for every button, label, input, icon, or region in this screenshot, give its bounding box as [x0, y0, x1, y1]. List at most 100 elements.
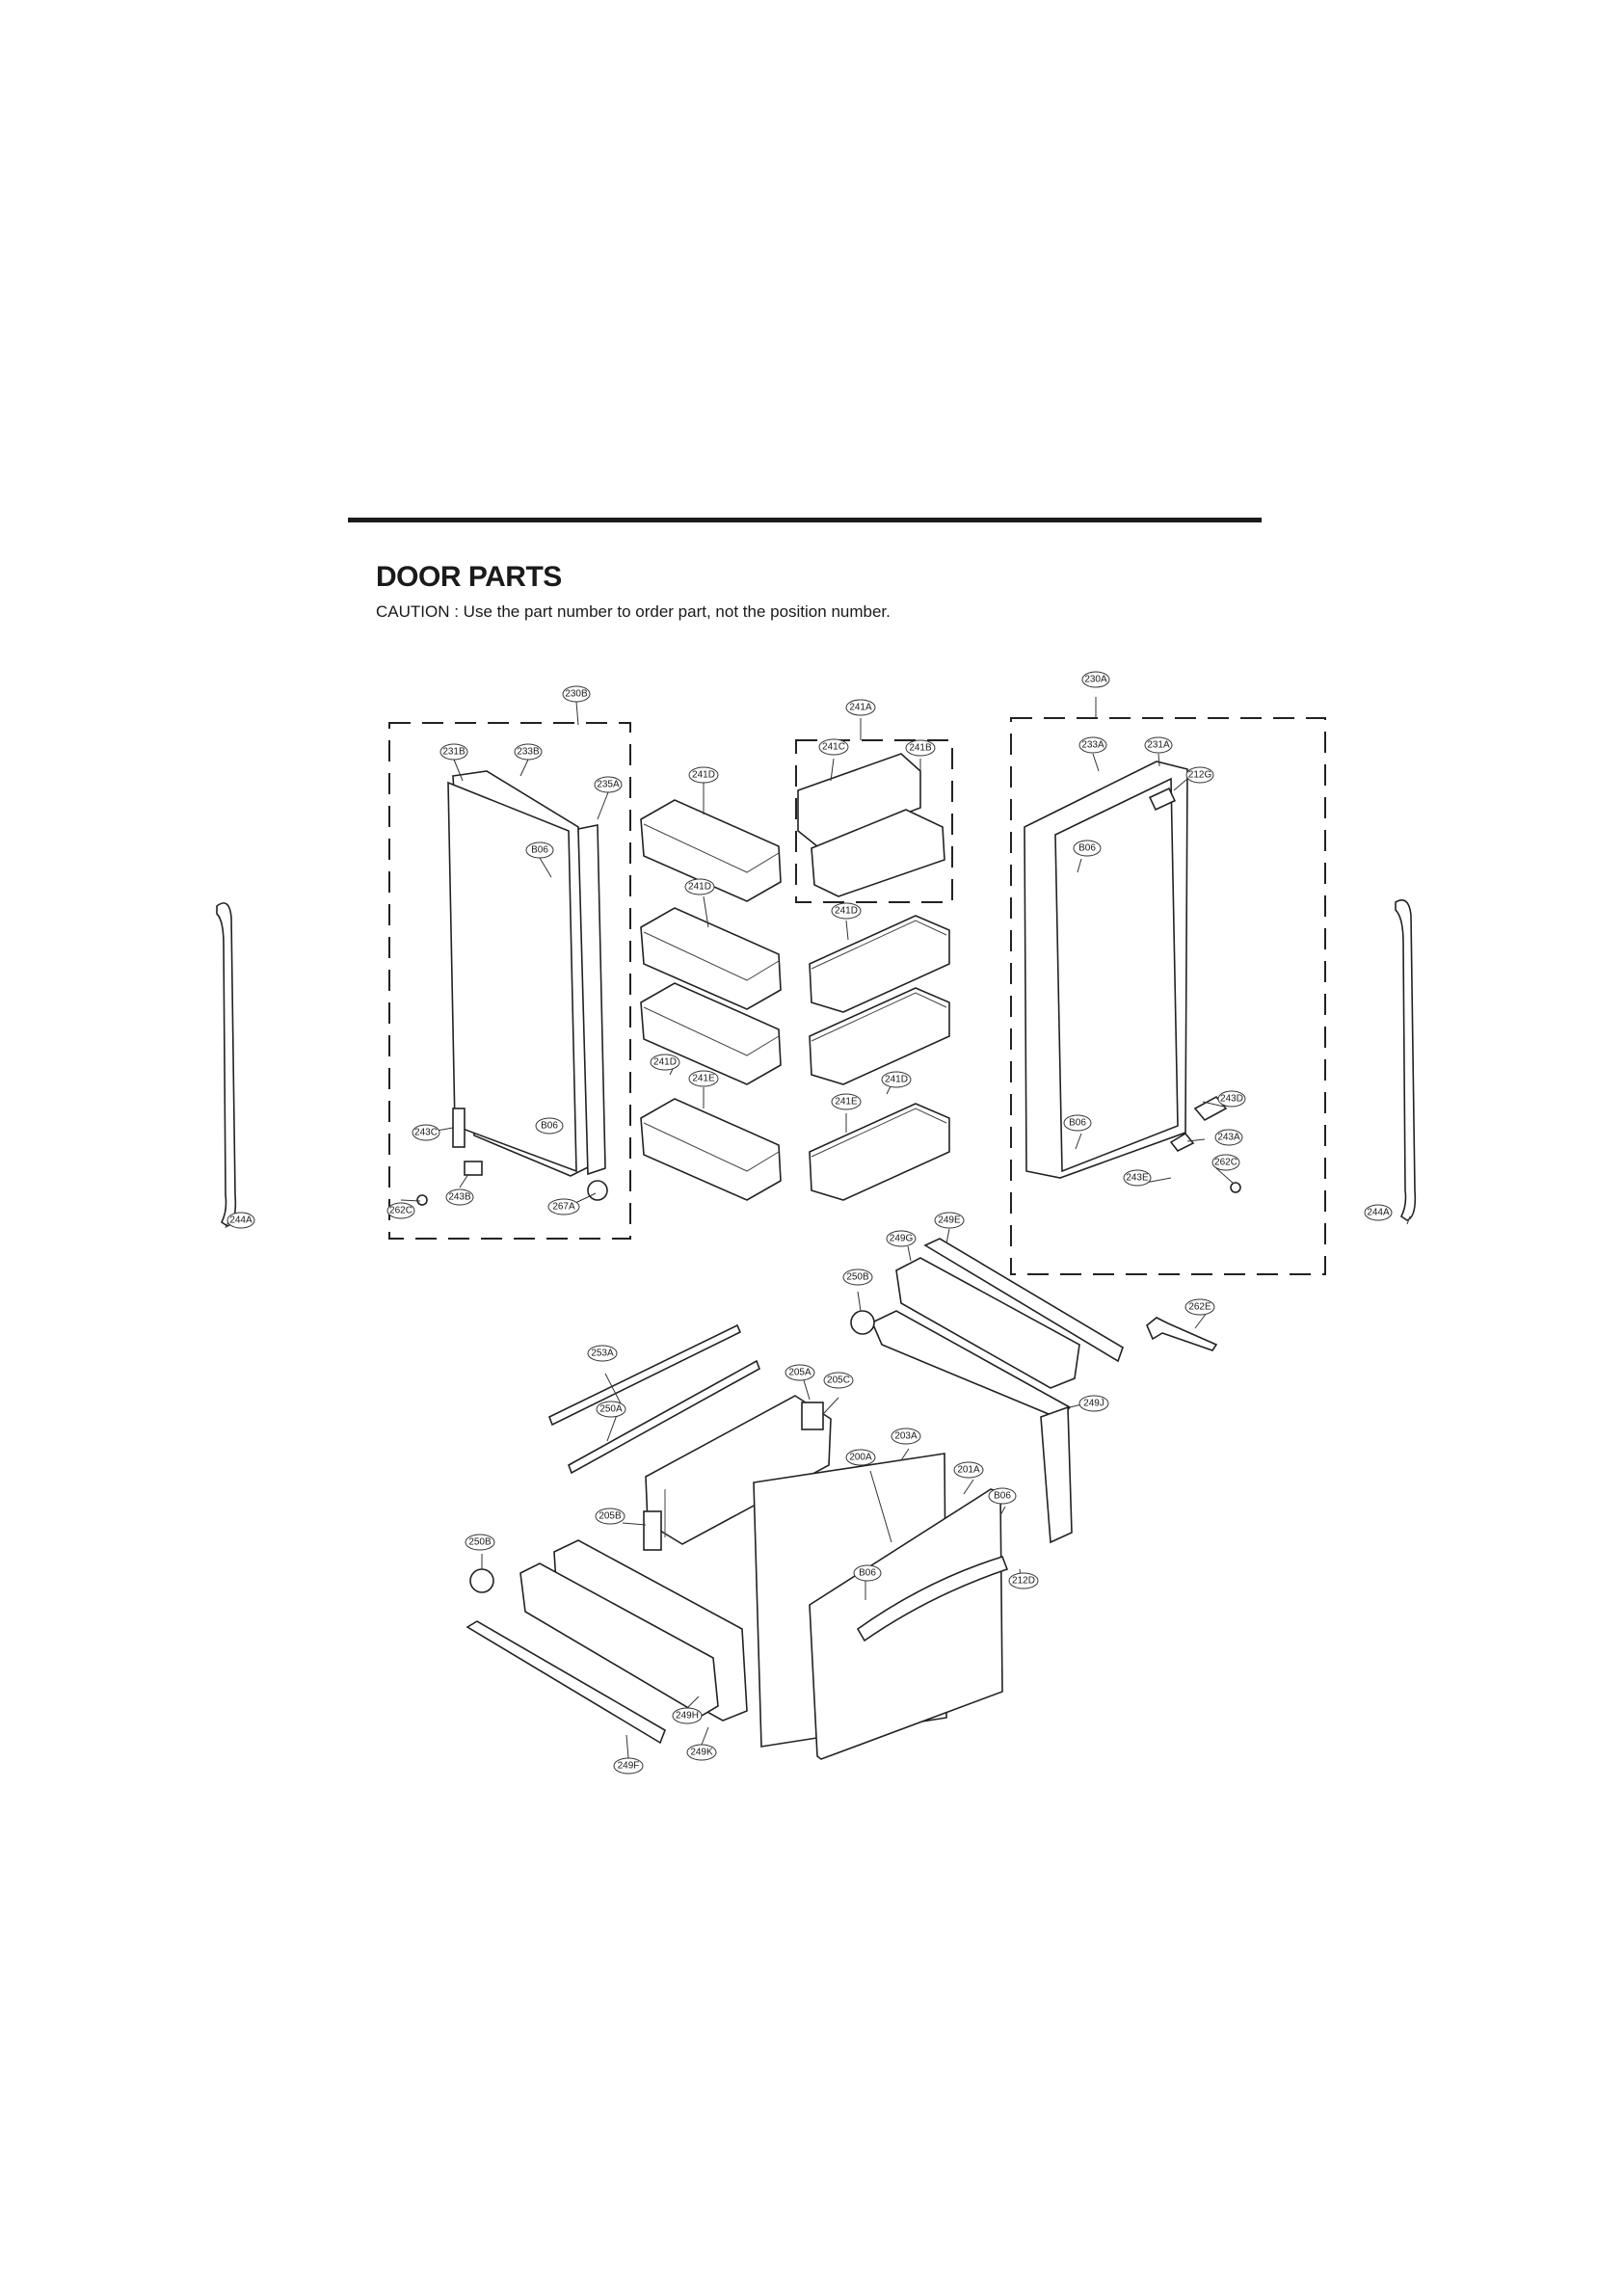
- left-handle: [216, 902, 237, 1227]
- callout-212D: 212D: [1008, 1572, 1039, 1589]
- hinge-243A: [1169, 1132, 1195, 1153]
- bracket-205C: [801, 1402, 824, 1430]
- svg-text:243B: 243B: [448, 1192, 471, 1203]
- callout-250B-top: 250B: [842, 1268, 873, 1286]
- svg-text:241D: 241D: [653, 1057, 677, 1068]
- rail-bracket-249K: [519, 1562, 719, 1717]
- callout-205C: 205C: [823, 1372, 854, 1389]
- left-hinge-243B: [464, 1161, 483, 1176]
- svg-text:262C: 262C: [389, 1206, 412, 1216]
- callout-205A: 205A: [785, 1364, 815, 1381]
- washer-262C-left: [416, 1194, 428, 1206]
- svg-text:212G: 212G: [1188, 770, 1212, 781]
- door-basket-241D-c: [640, 982, 782, 1085]
- callout-241D-1: 241D: [688, 766, 719, 784]
- label-212G: [1149, 787, 1176, 812]
- callout-250B-bottom: 250B: [465, 1534, 495, 1551]
- door-basket-241E-left: [640, 1098, 782, 1201]
- callout-249H: 249H: [672, 1707, 703, 1724]
- door-basket-241D-a: [640, 799, 782, 902]
- svg-text:B06: B06: [994, 1491, 1011, 1502]
- callout-249F: 249F: [613, 1757, 644, 1775]
- svg-text:244A: 244A: [229, 1215, 253, 1226]
- svg-text:241A: 241A: [849, 703, 872, 713]
- callout-233A: 233A: [1078, 736, 1107, 754]
- svg-text:B06: B06: [1069, 1118, 1086, 1129]
- svg-text:243D: 243D: [1220, 1094, 1243, 1105]
- callout-250A: 250A: [596, 1401, 626, 1418]
- svg-text:262C: 262C: [1214, 1158, 1237, 1168]
- callout-249G: 249G: [886, 1230, 917, 1247]
- callout-241D-4: 241D: [831, 902, 862, 920]
- callout-201A: 201A: [953, 1461, 984, 1479]
- rail-249F: [466, 1620, 666, 1745]
- left-door-edge: [577, 824, 606, 1176]
- callout-B06-right-bottom: B06: [1063, 1114, 1092, 1132]
- svg-text:203A: 203A: [894, 1431, 918, 1442]
- drawer-handle-212D: [856, 1556, 1009, 1642]
- callout-230B: 230B: [562, 685, 591, 703]
- svg-text:230A: 230A: [1084, 675, 1107, 685]
- callout-241B: 241B: [905, 739, 936, 757]
- left-door-panel: [447, 781, 577, 1173]
- callout-200A: 200A: [845, 1449, 876, 1466]
- svg-text:205C: 205C: [827, 1375, 850, 1386]
- door-basket-241D-b: [640, 907, 782, 1010]
- svg-text:233B: 233B: [517, 747, 540, 758]
- svg-text:249G: 249G: [890, 1234, 914, 1244]
- callout-243C: 243C: [412, 1124, 440, 1141]
- top-basket-group-box: [795, 739, 953, 903]
- svg-text:241D: 241D: [885, 1075, 908, 1085]
- rail-bracket-249J: [870, 1310, 1073, 1544]
- right-door-panel: [1054, 777, 1179, 1173]
- door-basket-241D-e: [809, 987, 950, 1085]
- svg-text:205A: 205A: [788, 1368, 812, 1378]
- svg-text:231A: 231A: [1147, 740, 1170, 751]
- callout-241E-left: 241E: [688, 1070, 719, 1087]
- callout-B06-left-bottom: B06: [535, 1117, 564, 1135]
- svg-text:235A: 235A: [597, 780, 620, 790]
- svg-text:249H: 249H: [676, 1711, 699, 1722]
- svg-text:233A: 233A: [1081, 740, 1104, 751]
- callout-241C: 241C: [818, 738, 849, 756]
- dairy-bin-241A: [797, 753, 945, 897]
- callout-B06-drawer-right: B06: [988, 1487, 1017, 1505]
- callout-262C-left: 262C: [386, 1202, 415, 1219]
- svg-text:250B: 250B: [846, 1272, 869, 1283]
- svg-text:241E: 241E: [692, 1074, 715, 1084]
- callout-B06-right-top: B06: [1073, 840, 1102, 857]
- svg-text:243A: 243A: [1217, 1133, 1240, 1143]
- washer-262C-right: [1230, 1182, 1241, 1193]
- svg-text:212D: 212D: [1012, 1576, 1035, 1587]
- callout-262E: 262E: [1184, 1298, 1215, 1316]
- svg-text:250A: 250A: [599, 1404, 623, 1415]
- callout-262C-right: 262C: [1211, 1154, 1240, 1171]
- callout-231A: 231A: [1144, 736, 1173, 754]
- callout-243D: 243D: [1217, 1090, 1246, 1108]
- callout-249K: 249K: [686, 1744, 717, 1761]
- svg-text:241D: 241D: [688, 882, 711, 893]
- svg-text:B06: B06: [541, 1121, 558, 1132]
- callout-249E: 249E: [934, 1212, 965, 1229]
- svg-text:249K: 249K: [690, 1748, 713, 1758]
- svg-text:B06: B06: [859, 1568, 876, 1579]
- svg-text:B06: B06: [531, 845, 548, 856]
- caution-note: CAUTION : Use the part number to order p…: [376, 602, 891, 621]
- callout-243B: 243B: [445, 1188, 474, 1206]
- callout-203A: 203A: [891, 1428, 921, 1445]
- svg-text:243C: 243C: [414, 1128, 438, 1138]
- rail-253A: [547, 1323, 742, 1427]
- callout-243E: 243E: [1123, 1169, 1152, 1187]
- svg-text:200A: 200A: [849, 1453, 872, 1463]
- svg-text:249J: 249J: [1083, 1399, 1104, 1409]
- callout-205B: 205B: [595, 1508, 625, 1525]
- gear-250B-bottom: [469, 1568, 494, 1593]
- callout-241A: 241A: [845, 699, 876, 716]
- callout-243A: 243A: [1214, 1129, 1243, 1146]
- svg-text:267A: 267A: [552, 1202, 575, 1213]
- svg-text:241B: 241B: [909, 743, 932, 754]
- callout-241D-5: 241D: [881, 1071, 912, 1088]
- svg-text:241D: 241D: [835, 906, 858, 917]
- left-door-group-box: [388, 722, 631, 1240]
